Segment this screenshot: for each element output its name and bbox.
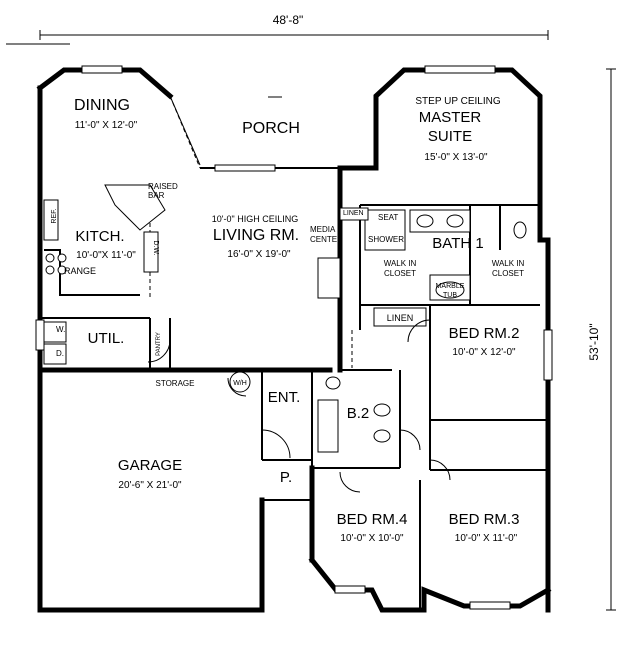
sink-bath2-1 xyxy=(373,403,391,417)
bed3-size: 10'-0" X 11'-0" xyxy=(455,533,518,544)
master-ceiling-note: STEP UP CEILING xyxy=(415,96,500,107)
depth-dimension: 53'-10" xyxy=(587,323,601,360)
bed3-label: BED RM.3 xyxy=(449,511,520,528)
bath2-label: B.2 xyxy=(347,405,370,422)
media-center-label-2: CENTER xyxy=(310,235,343,244)
door-bed3 xyxy=(429,459,451,481)
sink-master-2 xyxy=(446,214,464,228)
washer xyxy=(43,321,67,343)
util-label: UTIL. xyxy=(88,330,125,347)
media-center-label-1: MEDIA xyxy=(310,225,336,234)
window-dining xyxy=(81,65,123,74)
window-bed3 xyxy=(469,601,511,610)
burner-2 xyxy=(45,265,55,275)
raised-bar xyxy=(104,184,166,231)
dining-size: 11'-0" X 12'-0" xyxy=(75,120,138,131)
ref-label: REF. xyxy=(51,208,58,223)
door-util xyxy=(147,339,171,363)
text-labels: 48'-8" 53'-10" DINING 11'-0" X 12'-0" PO… xyxy=(51,13,601,544)
window-living xyxy=(214,164,276,172)
wall-bed3-bay xyxy=(417,586,552,613)
walkin-closet-2-label-2: CLOSET xyxy=(492,269,524,278)
windows xyxy=(35,65,553,610)
interior-walls xyxy=(37,165,548,610)
toilet-master xyxy=(513,221,527,239)
marble-tub-label-2: TUB xyxy=(443,292,457,299)
bath1-label: BATH 1 xyxy=(432,235,483,252)
water-heater-label: W/H xyxy=(233,380,247,387)
window-bed2 xyxy=(543,329,553,381)
refrigerator xyxy=(43,199,59,241)
bed4-size: 10'-0" X 10'-0" xyxy=(340,533,404,544)
pantry-label: PANTRY xyxy=(156,332,162,356)
burner-1 xyxy=(45,253,55,263)
walkin-closet-2-label-1: WALK IN xyxy=(492,259,525,268)
linen-hall-label: LINEN xyxy=(387,313,414,323)
closet-p-label: P. xyxy=(280,469,292,486)
garage-label: GARAGE xyxy=(118,457,182,474)
toilet-bath2 xyxy=(325,376,341,390)
door-garage xyxy=(227,377,247,397)
burner-3 xyxy=(57,253,67,263)
door-entry xyxy=(261,429,291,459)
washer-label: W. xyxy=(56,325,65,334)
porch-edge-left xyxy=(169,95,201,166)
fixtures xyxy=(43,184,527,453)
width-dimension: 48'-8" xyxy=(273,13,304,27)
doors xyxy=(147,319,451,493)
wall-dining-bay xyxy=(36,67,174,100)
tub-bath2 xyxy=(317,399,339,453)
door-bed4 xyxy=(339,471,361,493)
master-size: 15'-0" X 13'-0" xyxy=(424,152,488,163)
linen-master-label: LINEN xyxy=(343,210,364,217)
bed4-label: BED RM.4 xyxy=(337,511,408,528)
bed2-label: BED RM.2 xyxy=(449,325,520,342)
bed2-size: 10'-0" X 12'-0" xyxy=(452,347,516,358)
master-label-2: SUITE xyxy=(428,128,472,145)
burner-4 xyxy=(57,265,67,275)
sink-master-1 xyxy=(416,214,434,228)
garage-size: 20'-6" X 21'-0" xyxy=(118,480,182,491)
water-heater xyxy=(229,371,251,393)
walkin-closet-1-label-2: CLOSET xyxy=(384,269,416,278)
porch-label: PORCH xyxy=(242,120,300,137)
storage-label: STORAGE xyxy=(156,379,195,388)
living-label: LIVING RM. xyxy=(213,227,299,244)
living-ceiling-note: 10'-0" HIGH CEILING xyxy=(212,214,298,224)
wall-bed4-bay xyxy=(308,556,423,613)
door-bed2 xyxy=(407,319,431,343)
window-master xyxy=(424,65,496,74)
walkin-closet-1-label-1: WALK IN xyxy=(384,259,417,268)
door-bath2 xyxy=(399,429,421,451)
range-label: RANGE xyxy=(64,266,96,276)
window-bed4 xyxy=(334,585,366,594)
kitchen-label: KITCH. xyxy=(75,228,124,245)
dryer xyxy=(43,343,67,365)
linen-hall-box xyxy=(373,307,427,327)
shower xyxy=(364,209,406,251)
linen-master-box xyxy=(339,207,369,221)
window-util xyxy=(35,319,45,351)
seat-label: SEAT xyxy=(378,213,398,222)
dining-label: DINING xyxy=(74,97,130,114)
kitchen-size: 10'-0"X 11'-0" xyxy=(76,250,136,261)
shower-label: SHOWER xyxy=(368,235,404,244)
dw-label: D.W. xyxy=(152,240,159,255)
living-size: 16'-0" X 19'-0" xyxy=(227,249,291,260)
tub-basin xyxy=(435,281,465,299)
media-center xyxy=(317,257,341,299)
sink-bath2-2 xyxy=(373,429,391,443)
entry-label: ENT. xyxy=(268,389,301,406)
dishwasher xyxy=(143,231,159,273)
marble-tub-label-1: MARBLE xyxy=(436,283,465,290)
master-label-1: MASTER xyxy=(419,109,482,126)
dimension-lines xyxy=(6,30,616,611)
raised-bar-label-1: RAISED xyxy=(148,182,178,191)
raised-bar-label-2: BAR xyxy=(148,191,165,200)
opening-dining xyxy=(169,95,201,169)
dryer-label: D. xyxy=(56,349,64,358)
